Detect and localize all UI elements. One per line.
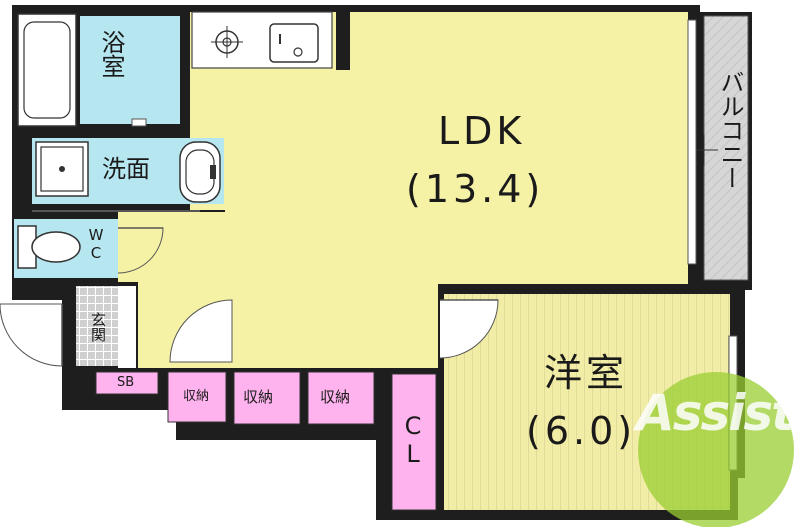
western-door [439, 299, 499, 359]
entrance-label: 玄関 [89, 312, 107, 342]
storage-1-label: 収納 [243, 388, 274, 406]
storage-2-label: 収納 [320, 388, 351, 406]
washroom-label: 洗面 [102, 155, 150, 183]
ldk-label: LDK [438, 109, 526, 153]
ldk-floor [190, 12, 688, 368]
hall-door [169, 299, 233, 363]
storage-2 [307, 371, 375, 425]
ldk-size-label: (13.4) [406, 167, 545, 211]
western-label: 洋室 [544, 351, 629, 395]
wc-label: WC [87, 226, 105, 262]
wc-door [117, 227, 164, 274]
balcony [703, 15, 749, 281]
wash-basin [179, 141, 221, 203]
entrance-step [118, 286, 136, 368]
storage-1 [233, 371, 301, 425]
shoe-box [95, 371, 159, 395]
balcony-window [687, 19, 697, 265]
closet-label: CL [399, 412, 427, 468]
bath-label: 浴室 [97, 30, 125, 78]
closet [391, 373, 437, 511]
storage-small [167, 371, 227, 423]
sink-icon [269, 23, 319, 63]
stove-icon [211, 26, 243, 58]
bath-room [80, 16, 180, 124]
entrance-floor [76, 286, 118, 366]
entrance-door [0, 303, 63, 367]
watermark-logo [638, 372, 794, 527]
storage-small-label: 収納 [183, 389, 210, 404]
balcony-label: バルコニー [716, 70, 744, 190]
toilet-icon [17, 225, 81, 269]
shoe-box-label: SB [117, 375, 135, 390]
watermark-text: Assist [636, 384, 795, 442]
western-size-label: (6.0) [526, 409, 637, 453]
